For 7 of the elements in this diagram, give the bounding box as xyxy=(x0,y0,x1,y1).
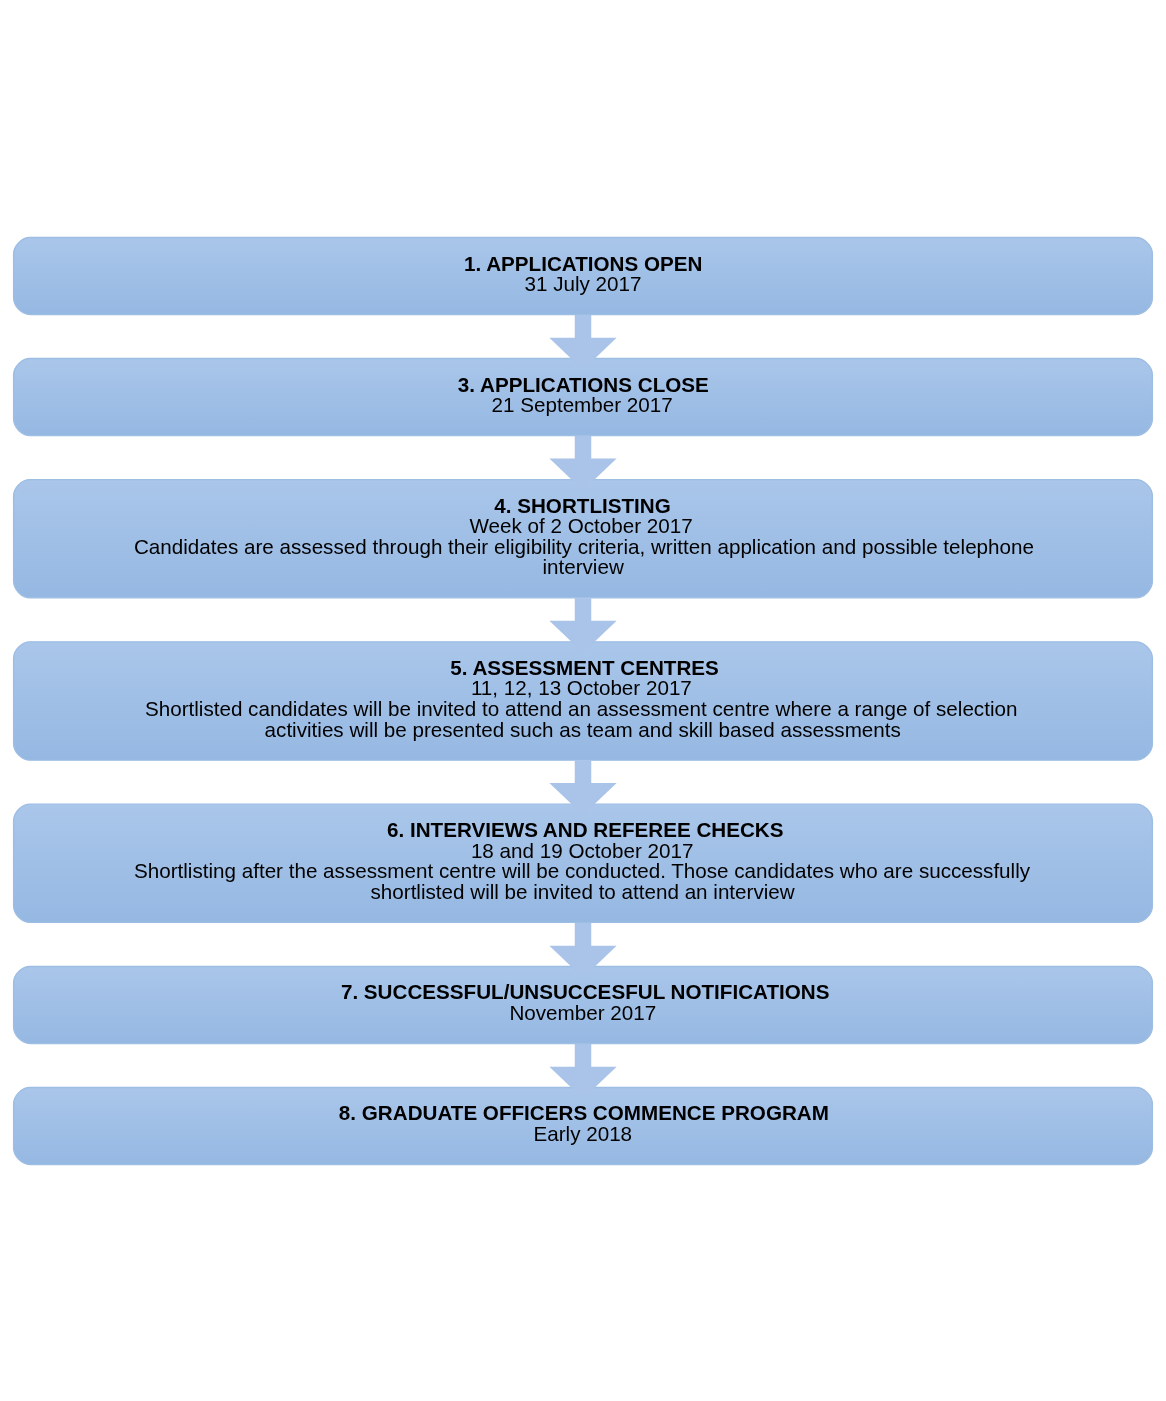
node-box: 6. INTERVIEWS AND REFEREE CHECKS 18 and 19 October 2017 Shortlisting after the assessment centre will be conducted. Those candidates who are successfully shortlisted will be invited to attend an interview xyxy=(12,802,1154,923)
node-box: 1. APPLICATIONS OPEN 31 July 2017 xyxy=(12,236,1154,315)
node-box: 3. APPLICATIONS CLOSE 21 September 2017 xyxy=(12,357,1154,436)
node-box: 5. ASSESSMENT CENTRES 11, 12, 13 October 2017 Shortlisted candidates will be invited to attend an assessment centre where a range of selection activities will be presented such as team and skill based assessments xyxy=(12,640,1154,761)
node-box: 4. SHORTLISTING Week of 2 October 2017 Candidates are assessed through their eligibility criteria, written application and possible telephone interview xyxy=(12,478,1154,599)
node-box: 8. GRADUATE OFFICERS COMMENCE PROGRAM Early 2018 xyxy=(12,1086,1154,1165)
node-box: 7. SUCCESSFUL/UNSUCCESFUL NOTIFICATIONS November 2017 xyxy=(12,965,1154,1044)
